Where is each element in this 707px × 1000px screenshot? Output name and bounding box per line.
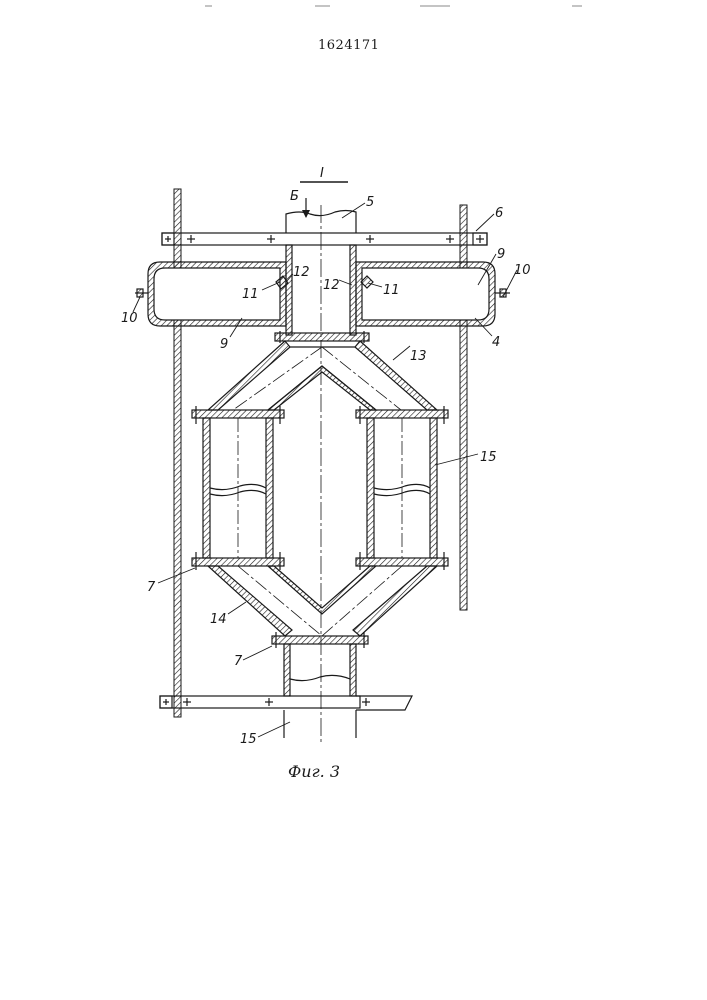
callout-5: 5 xyxy=(366,195,374,210)
top-beam xyxy=(162,233,487,245)
outlet-pipe xyxy=(284,644,356,738)
callout-9-right: 9 xyxy=(497,247,505,262)
figure-caption: Фиг. 3 xyxy=(288,762,340,781)
callout-9-left: 9 xyxy=(220,337,228,352)
callout-13: 13 xyxy=(410,349,427,364)
callout-11-right: 11 xyxy=(383,283,400,298)
bottom-beam xyxy=(160,696,412,710)
section-mark-label: I xyxy=(320,166,324,181)
right-housing xyxy=(356,262,510,326)
left-housing xyxy=(135,262,286,326)
callout-6: 6 xyxy=(495,206,503,221)
callout-10-left: 10 xyxy=(121,311,138,326)
callout-15-right: 15 xyxy=(480,450,497,465)
callout-4: 4 xyxy=(492,335,500,350)
callout-11-left: 11 xyxy=(242,287,259,302)
lower-collector xyxy=(208,566,437,636)
callout-12-right: 12 xyxy=(323,278,340,293)
lower-branch-flanges xyxy=(192,552,448,570)
callout-7-upper: 7 xyxy=(147,580,156,595)
callout-15-bottom: 15 xyxy=(240,732,257,747)
left-chamber xyxy=(203,418,273,558)
callout-7-lower: 7 xyxy=(234,654,243,669)
callout-12-left: 12 xyxy=(293,265,310,280)
view-arrow-label: Б xyxy=(290,189,299,204)
callout-14: 14 xyxy=(210,612,227,627)
upper-branch-flanges xyxy=(192,406,448,424)
right-chamber xyxy=(367,418,437,558)
callout-10-right: 10 xyxy=(514,263,531,278)
upper-flange xyxy=(275,331,369,343)
section-mark: I xyxy=(300,166,348,182)
view-arrow: Б xyxy=(290,189,310,218)
upper-splitter xyxy=(208,341,437,410)
